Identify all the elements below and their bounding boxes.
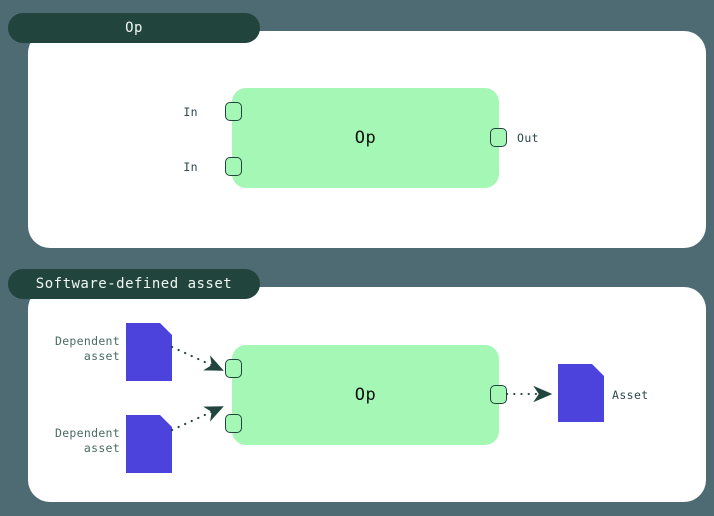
asset-file-icon-dependent-1[interactable]: [126, 323, 172, 381]
panel-tab-software-defined-asset[interactable]: Software-defined asset: [8, 269, 260, 299]
dependent-asset-2-label-line1: Dependent: [54, 426, 120, 440]
port-out-2[interactable]: [490, 385, 507, 404]
op-node-bottom-label: Op: [354, 385, 377, 405]
port-out-1-label: Out: [517, 131, 539, 145]
op-node-top-label: Op: [354, 128, 377, 148]
op-node-bottom[interactable]: Op: [232, 345, 499, 445]
port-in-1[interactable]: [225, 102, 242, 121]
connector-dependent-1-to-port-in-3: [170, 345, 224, 371]
panel-tab-software-defined-asset-label: Software-defined asset: [35, 276, 233, 292]
port-in-1-label: In: [183, 105, 198, 119]
port-out-1[interactable]: [490, 128, 507, 147]
port-in-2[interactable]: [225, 157, 242, 176]
op-node-top[interactable]: Op: [232, 88, 499, 188]
dependent-asset-1-label-line1: Dependent: [54, 334, 120, 348]
port-in-2-label: In: [183, 160, 198, 174]
output-asset-label: Asset: [612, 388, 649, 402]
port-in-3[interactable]: [225, 359, 242, 378]
dependent-asset-2-label-line2: asset: [83, 441, 120, 455]
asset-file-icon-dependent-2[interactable]: [126, 415, 172, 473]
dependent-asset-1-label-line2: asset: [83, 349, 120, 363]
panel-tab-op[interactable]: Op: [8, 13, 260, 43]
asset-file-icon-output[interactable]: [558, 364, 604, 422]
connector-port-out-2-to-output-asset: [505, 385, 553, 403]
connector-dependent-2-to-port-in-4: [170, 406, 224, 432]
panel-tab-op-label: Op: [125, 20, 143, 36]
port-in-4[interactable]: [225, 414, 242, 433]
